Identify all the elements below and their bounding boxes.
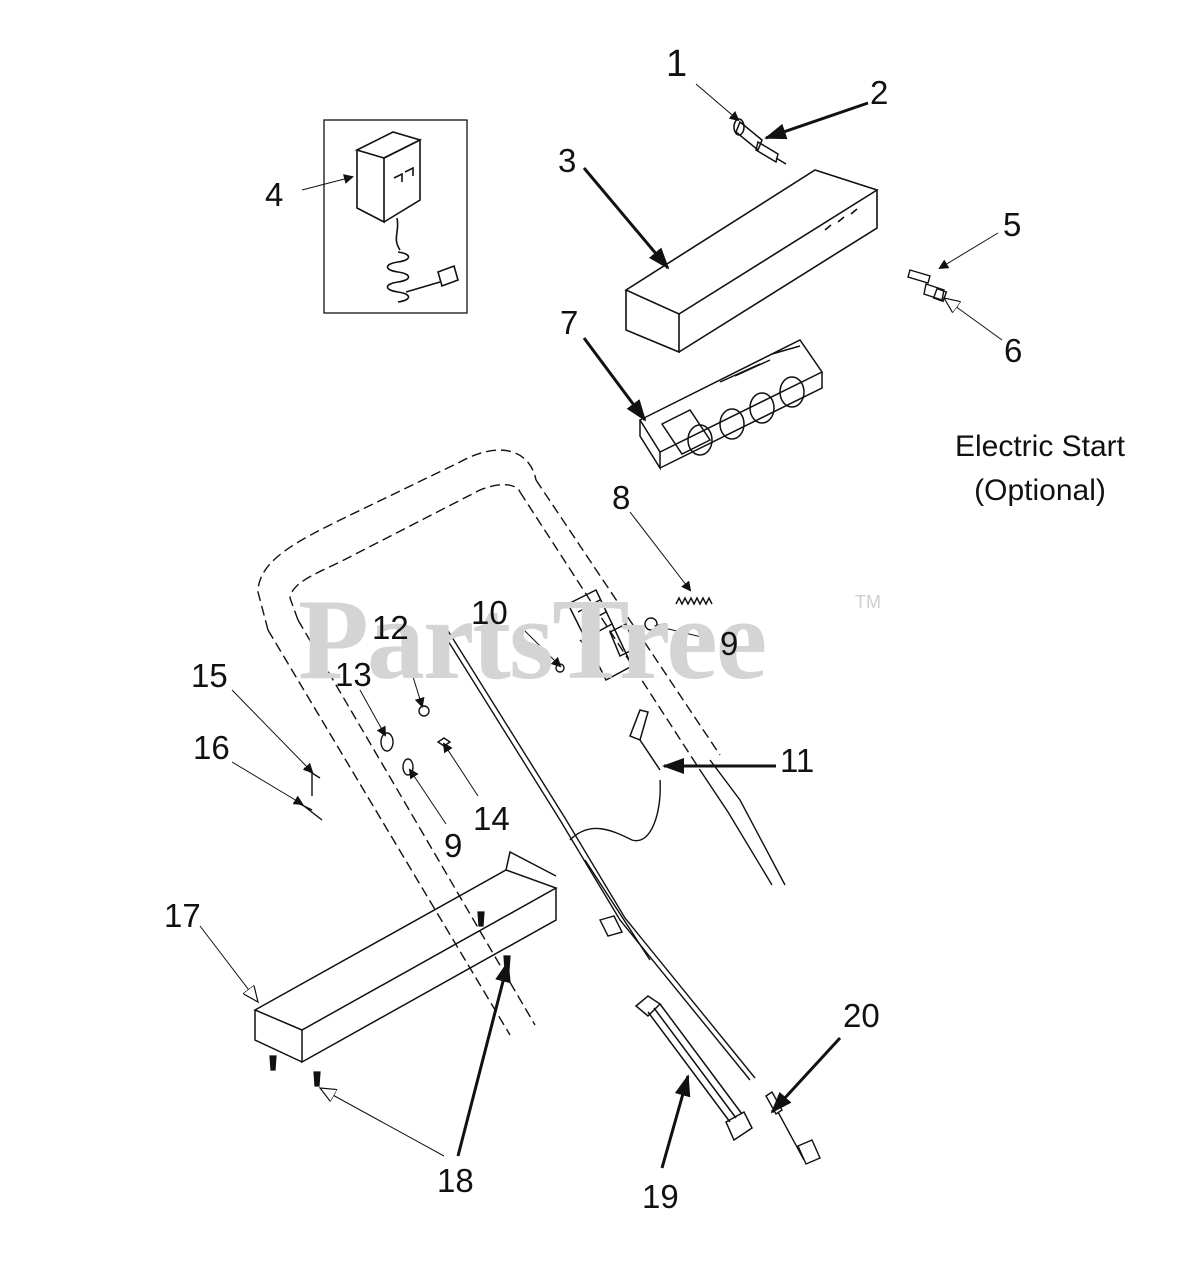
watermark: PartsTree [298, 576, 767, 704]
callout-16: 16 [193, 729, 230, 766]
leader-lines [199, 83, 1003, 1169]
note-line-2: (Optional) [974, 473, 1106, 507]
charger-part [323, 119, 468, 314]
harness-part [634, 995, 753, 1142]
callout-5: 5 [1003, 206, 1022, 243]
callout-19: 19 [642, 1178, 679, 1215]
callout-15: 15 [191, 657, 228, 694]
wire-part [765, 1090, 821, 1165]
battery-pack-part [638, 339, 824, 471]
callout-8: 8 [612, 479, 631, 516]
handle-part [257, 449, 721, 1036]
callout-20: 20 [843, 997, 880, 1034]
control-box-part [566, 588, 637, 682]
key-switch-part [733, 118, 787, 165]
note-line-1: Electric Start [954, 430, 1126, 463]
callout-11: 11 [780, 742, 815, 779]
battery-cover-part [624, 169, 879, 354]
callout-9-right: 9 [720, 625, 739, 662]
callout-4: 4 [265, 176, 284, 213]
callout-9-lower: 9 [444, 827, 463, 864]
electric-start-note: Electric Start (Optional) [940, 425, 1140, 512]
callout-17: 17 [164, 897, 201, 934]
callout-13: 13 [335, 656, 372, 693]
callout-1: 1 [666, 43, 688, 85]
lever-part [629, 709, 661, 771]
bracket-part [253, 850, 558, 1064]
callout-18: 18 [437, 1162, 474, 1199]
callout-3: 3 [558, 142, 577, 179]
callout-14: 14 [473, 800, 510, 837]
callout-12: 12 [372, 609, 409, 646]
callout-7: 7 [560, 304, 579, 341]
handle-lower-part [699, 759, 786, 886]
callout-6: 6 [1004, 332, 1023, 369]
spring-part [675, 596, 713, 606]
watermark-tm: TM [855, 592, 881, 612]
callout-10: 10 [471, 594, 508, 631]
connector-part [907, 269, 948, 303]
callout-2: 2 [870, 74, 889, 111]
cable-part [439, 625, 756, 1081]
